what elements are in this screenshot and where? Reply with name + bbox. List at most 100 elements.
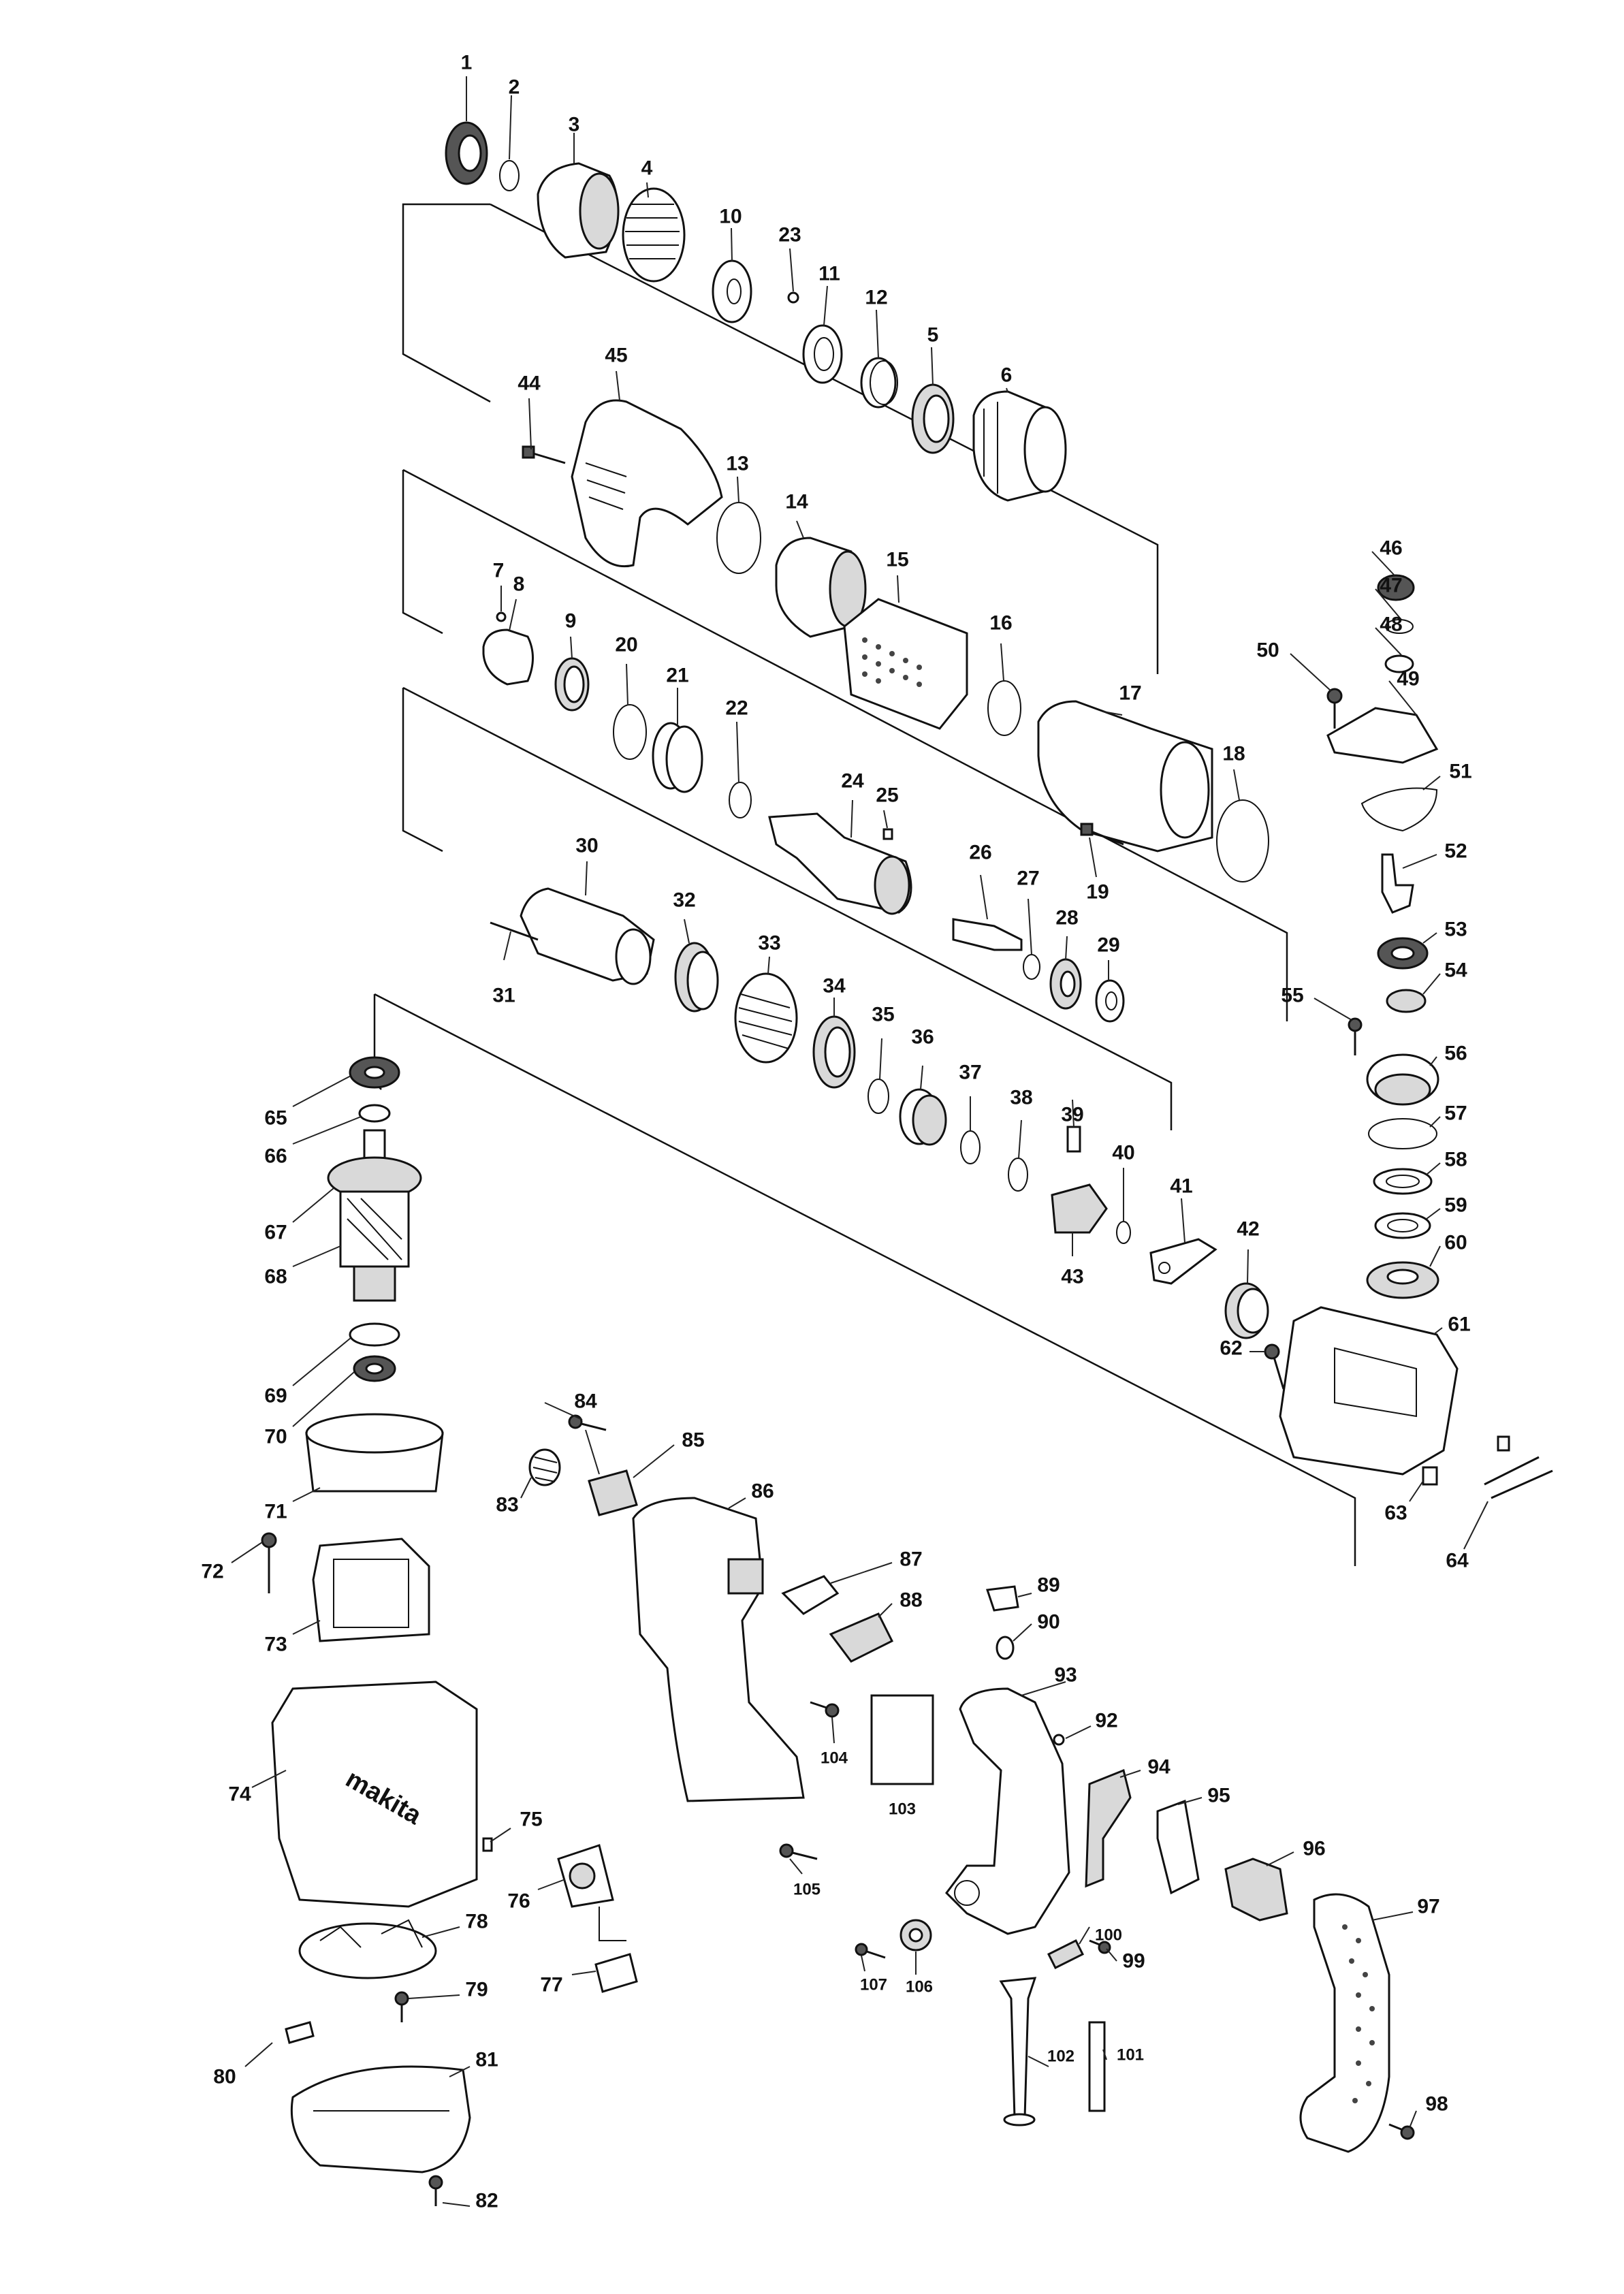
part-label-79: 79	[465, 1979, 488, 2001]
part-label-40: 40	[1112, 1142, 1134, 1164]
part-89-clip	[985, 1585, 1019, 1612]
part-80-brush	[285, 2021, 315, 2044]
part-8-collar	[482, 628, 534, 686]
part-label-30: 30	[575, 835, 598, 857]
part-label-43: 43	[1061, 1266, 1083, 1288]
part-label-12: 12	[865, 287, 887, 309]
part-label-44: 44	[518, 372, 541, 395]
part-label-51: 51	[1449, 761, 1471, 783]
part-label-83: 83	[496, 1494, 518, 1516]
part-61-gear-housing	[1279, 1306, 1459, 1476]
part-27-oring	[1023, 954, 1040, 980]
part-1-seal	[445, 121, 488, 185]
part-label-34: 34	[823, 975, 846, 998]
part-label-89: 89	[1037, 1574, 1060, 1597]
part-98-screw	[1388, 2123, 1415, 2140]
part-93-handle-frame	[945, 1687, 1070, 1935]
part-39-pin	[1066, 1126, 1081, 1153]
part-56-housing	[1366, 1053, 1439, 1106]
part-label-24: 24	[841, 770, 864, 793]
part-label-98: 98	[1425, 2093, 1448, 2116]
part-label-96: 96	[1303, 1838, 1325, 1860]
part-label-78: 78	[465, 1911, 488, 1933]
part-label-85: 85	[682, 1429, 704, 1452]
part-label-95: 95	[1207, 1785, 1230, 1807]
part-23-ball	[787, 291, 799, 304]
part-47-ring	[1385, 619, 1414, 634]
part-20-oring	[613, 704, 647, 760]
part-32-ring	[674, 942, 719, 1013]
part-9-ring	[554, 657, 590, 712]
part-87-grommet	[781, 1575, 840, 1615]
part-59-washer	[1374, 1212, 1431, 1239]
part-86-handle-housing	[632, 1497, 805, 1802]
part-label-21: 21	[666, 665, 688, 687]
part-3-sleeve	[537, 162, 620, 259]
part-12-spring	[860, 357, 898, 409]
part-69-washer	[349, 1322, 400, 1347]
part-label-99: 99	[1122, 1950, 1145, 1973]
part-36-piston	[899, 1088, 947, 1146]
part-33-spring	[734, 972, 798, 1064]
part-88-grommet	[829, 1612, 894, 1663]
part-101-cable	[1088, 2021, 1106, 2112]
part-label-73: 73	[264, 1634, 287, 1656]
part-64-clip	[1484, 1435, 1553, 1499]
part-107-screw	[855, 1943, 886, 1959]
part-label-38: 38	[1010, 1087, 1032, 1109]
part-label-70: 70	[264, 1426, 287, 1448]
part-label-100: 100	[1095, 1926, 1122, 1945]
part-49-plate	[1326, 707, 1439, 764]
part-48-sleeve	[1384, 654, 1414, 673]
part-label-60: 60	[1444, 1232, 1467, 1254]
part-label-49: 49	[1397, 668, 1419, 690]
part-103-label	[870, 1694, 934, 1785]
part-label-80: 80	[213, 2066, 236, 2088]
part-label-102: 102	[1047, 2048, 1074, 2066]
part-label-68: 68	[264, 1266, 287, 1288]
part-label-93: 93	[1054, 1664, 1077, 1687]
part-label-5: 5	[927, 324, 939, 347]
part-85-lever	[588, 1469, 638, 1516]
part-38-oring	[1008, 1158, 1028, 1192]
part-label-94: 94	[1147, 1756, 1171, 1779]
part-label-47: 47	[1380, 575, 1402, 597]
part-label-18: 18	[1222, 743, 1245, 765]
part-label-27: 27	[1017, 867, 1039, 890]
part-35-oring	[867, 1079, 889, 1114]
part-label-65: 65	[264, 1107, 287, 1130]
part-label-56: 56	[1444, 1042, 1467, 1065]
part-label-71: 71	[264, 1501, 287, 1523]
part-label-101: 101	[1117, 2046, 1144, 2065]
part-57-oring	[1368, 1118, 1437, 1149]
part-70-bearing	[353, 1355, 396, 1382]
part-106-grommet	[899, 1919, 932, 1952]
part-label-7: 7	[493, 560, 505, 582]
part-55-screw	[1348, 1017, 1363, 1055]
part-label-35: 35	[872, 1004, 894, 1026]
part-label-87: 87	[899, 1548, 922, 1571]
part-28-piston	[1049, 958, 1082, 1010]
part-label-4: 4	[641, 157, 653, 180]
part-label-105: 105	[793, 1881, 821, 1899]
part-40-ring	[1116, 1221, 1131, 1244]
part-95-bracket	[1156, 1799, 1200, 1895]
part-24-tool-holder	[768, 812, 912, 915]
part-67-armature-gear	[327, 1129, 422, 1200]
part-label-66: 66	[264, 1145, 287, 1168]
part-number-labels: 1 2 3 4 10 23 11 12 5 6 44 45 13 14 15 1…	[201, 52, 1471, 2212]
part-34-washer	[812, 1015, 856, 1089]
part-label-11: 11	[818, 263, 840, 285]
part-label-26: 26	[969, 842, 991, 864]
part-label-72: 72	[201, 1561, 223, 1583]
part-label-6: 6	[1001, 364, 1013, 387]
part-label-90: 90	[1037, 1611, 1060, 1634]
part-label-76: 76	[507, 1890, 530, 1913]
part-label-28: 28	[1055, 907, 1078, 929]
part-label-31: 31	[492, 985, 515, 1007]
part-5-ring	[911, 383, 955, 454]
part-label-22: 22	[725, 697, 748, 720]
part-51-gasket	[1360, 787, 1438, 832]
part-label-59: 59	[1444, 1194, 1467, 1217]
